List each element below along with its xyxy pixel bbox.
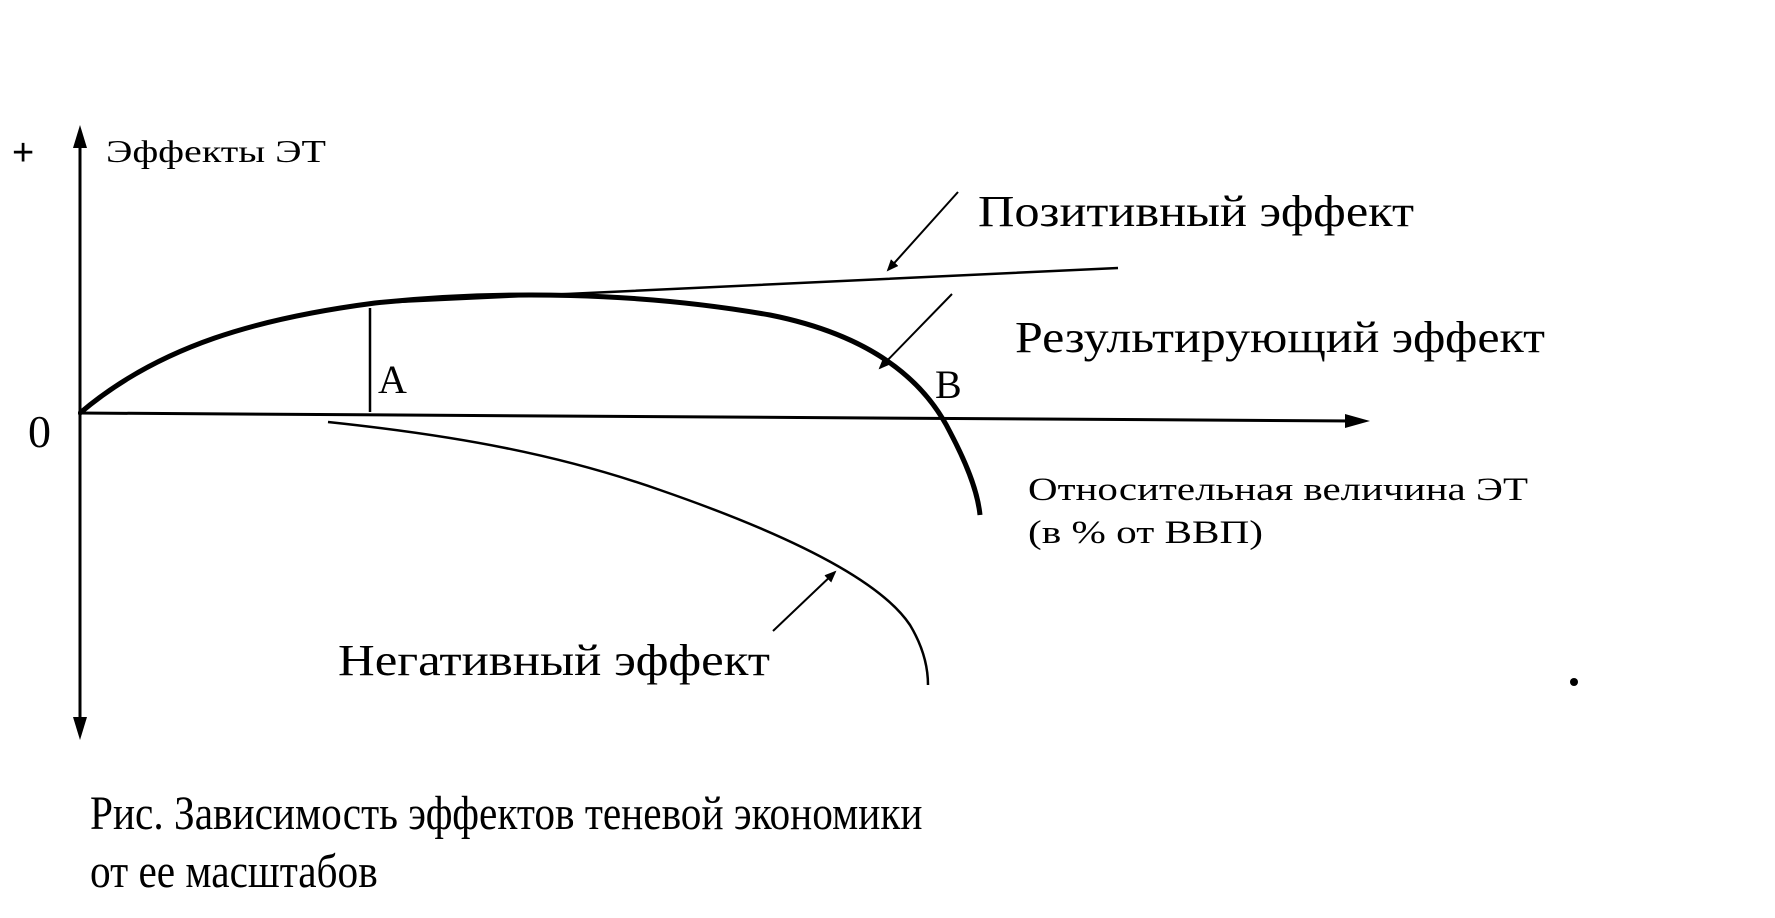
x-axis-arrow-icon — [1345, 414, 1370, 428]
x-axis-label-line1: Относительная величина ЭТ — [1028, 472, 1528, 508]
caption-line-1: Рис. Зависимость эффектов теневой эконом… — [90, 787, 923, 840]
positive-effect-pointer-arrow — [886, 191, 959, 272]
y-axis-up-arrow-icon — [73, 125, 87, 148]
negative-effect-label: Негативный эффект — [338, 636, 770, 685]
point-b-label: B — [935, 362, 962, 407]
negative-effect-curve — [327, 420, 930, 686]
y-axis-down-arrow-icon — [73, 717, 87, 740]
negative-effect-pointer-arrow — [772, 570, 837, 632]
x-axis — [77, 411, 1370, 428]
caption-line-2: от ее масштабов — [90, 845, 378, 898]
origin-label: 0 — [28, 406, 51, 457]
y-axis-label: Эффекты ЭТ — [106, 133, 327, 169]
resulting-effect-label: Результирующий эффект — [1015, 313, 1545, 362]
resulting-effect-curve — [78, 292, 983, 516]
positive-effect-curve — [79, 266, 1119, 414]
resulting-effect-pointer-arrow — [878, 293, 953, 370]
figure-caption: Рис. Зависимость эффектов теневой эконом… — [90, 785, 922, 901]
positive-effect-label: Позитивный эффект — [978, 187, 1414, 236]
y-axis — [73, 125, 87, 740]
point-a-label: A — [378, 357, 407, 402]
scan-speck — [1570, 678, 1578, 686]
plus-sign: + — [12, 132, 34, 174]
x-axis-label-line2: (в % от ВВП) — [1028, 515, 1263, 551]
